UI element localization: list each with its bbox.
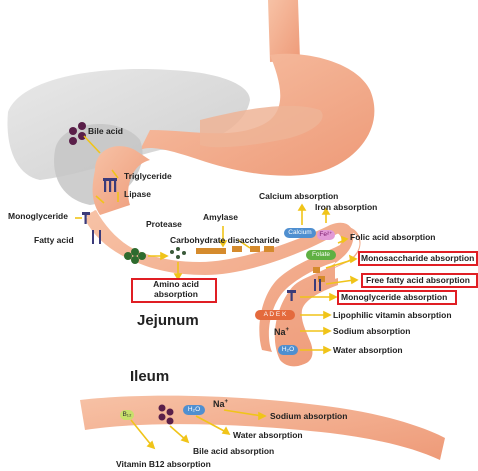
amino-acid-dots [170,247,186,259]
label-lipase: Lipase [124,190,151,199]
label-triglyceride: Triglyceride [124,172,172,181]
label-vitamin-b12-absorption: Vitamin B12 absorption [116,460,211,469]
folate-chip: Folate [306,250,336,260]
label-na-ileum: Na+ [213,399,228,409]
section-title-ileum: Ileum [130,368,169,385]
label-bile-acid-absorption: Bile acid absorption [193,447,274,456]
label-carbohydrate-disaccharide: Carbohydrate disaccharide [170,236,280,245]
label-amino-acid-absorption: Amino acid absorption [148,280,204,300]
label-fatty-acid: Fatty acid [34,236,74,245]
label-free-fatty-acid-absorption: Free fatty acid absorption [366,276,470,286]
label-calcium-absorption: Calcium absorption [259,192,338,201]
iron-chip: Fe²⁺ [317,230,335,240]
label-na-jejunum: Na+ [274,327,289,337]
section-title-jejunum: Jejunum [137,312,199,329]
label-monoglyceride-absorption: Monoglyceride absorption [341,293,447,303]
label-water-absorption-jejunum: Water absorption [333,346,403,355]
triglyceride-icon [103,178,117,192]
h2o-chip-jejunum: H₂O [278,345,298,355]
esophagus [268,0,300,62]
label-amylase: Amylase [203,213,238,222]
label-monoglyceride: Monoglyceride [8,212,68,221]
label-sodium-absorption-jejunum: Sodium absorption [333,327,410,336]
label-monosaccharide-absorption: Monosaccharide absorption [361,254,474,264]
label-folic-acid-absorption: Folic acid absorption [350,233,435,242]
label-water-absorption-ileum: Water absorption [233,431,303,440]
label-bile-acid: Bile acid [88,127,123,136]
label-iron-absorption: Iron absorption [315,203,377,212]
calcium-chip: Calcium [284,228,316,238]
b12-chip: B₁₂ [120,410,134,420]
vitamin-chips: A D E K [255,310,295,320]
label-protease: Protease [146,220,182,229]
h2o-chip-ileum: H₂O [183,405,205,415]
label-lipophilic-vitamin-absorption: Lipophilic vitamin absorption [333,311,452,320]
label-sodium-absorption-ileum: Sodium absorption [270,412,347,421]
